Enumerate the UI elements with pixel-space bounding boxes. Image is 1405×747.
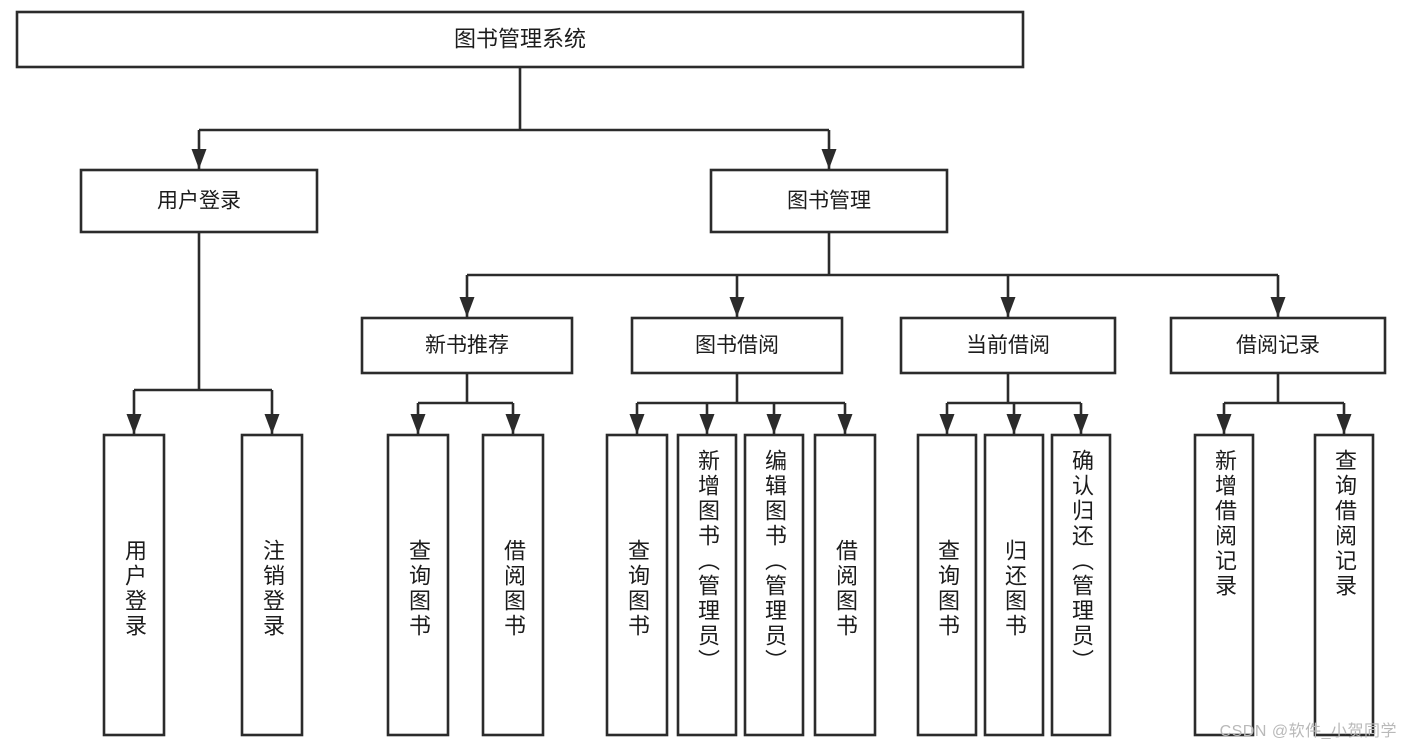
node-label-borrow-record: 借阅记录 bbox=[1236, 334, 1320, 357]
node-box-borrow-record[interactable] bbox=[1169, 316, 1387, 375]
node-label-new-book-rec: 新书推荐 bbox=[425, 334, 509, 357]
node-box-leaf-add-record[interactable] bbox=[1193, 433, 1255, 737]
node-label-current-borrow: 当前借阅 bbox=[966, 334, 1050, 357]
arrow-head-icon bbox=[629, 414, 645, 434]
arrow-head-icon bbox=[939, 414, 955, 434]
arrow-head-icon bbox=[1216, 414, 1232, 434]
edges-layer bbox=[126, 67, 1352, 434]
arrow-head-icon bbox=[191, 149, 207, 169]
arrow-head-icon bbox=[1270, 297, 1286, 317]
node-box-leaf-query-record[interactable] bbox=[1313, 433, 1375, 737]
node-box-new-book-rec[interactable] bbox=[360, 316, 574, 375]
boxes-layer bbox=[15, 10, 1387, 737]
node-box-book-borrow[interactable] bbox=[630, 316, 844, 375]
arrow-head-icon bbox=[1073, 414, 1089, 434]
node-box-leaf-query-book-2[interactable] bbox=[605, 433, 669, 737]
arrow-head-icon bbox=[410, 414, 426, 434]
node-label-book-manage: 图书管理 bbox=[787, 190, 871, 213]
node-label-root: 图书管理系统 bbox=[454, 26, 586, 51]
node-box-leaf-logout[interactable] bbox=[240, 433, 304, 737]
node-box-leaf-borrow-book-2[interactable] bbox=[813, 433, 877, 737]
node-box-leaf-query-book-3[interactable] bbox=[916, 433, 978, 737]
node-box-leaf-add-book[interactable] bbox=[676, 433, 738, 737]
arrow-head-icon bbox=[1000, 297, 1016, 317]
node-label-book-borrow: 图书借阅 bbox=[695, 334, 779, 357]
watermark: CSDN @软件_小贺同学 bbox=[1219, 723, 1397, 740]
arrow-head-icon bbox=[699, 414, 715, 434]
arrow-head-icon bbox=[459, 297, 475, 317]
arrow-head-icon bbox=[837, 414, 853, 434]
arrow-head-icon bbox=[766, 414, 782, 434]
node-box-user-login[interactable] bbox=[79, 168, 319, 234]
arrow-head-icon bbox=[1336, 414, 1352, 434]
arrow-head-icon bbox=[729, 297, 745, 317]
arrow-head-icon bbox=[1006, 414, 1022, 434]
arrow-head-icon bbox=[821, 149, 837, 169]
arrow-head-icon bbox=[264, 414, 280, 434]
node-box-book-manage[interactable] bbox=[709, 168, 949, 234]
node-box-leaf-borrow-book-1[interactable] bbox=[481, 433, 545, 737]
arrow-head-icon bbox=[505, 414, 521, 434]
node-box-root[interactable] bbox=[15, 10, 1025, 69]
node-box-leaf-return-book[interactable] bbox=[983, 433, 1045, 737]
node-box-leaf-user-login[interactable] bbox=[102, 433, 166, 737]
node-box-current-borrow[interactable] bbox=[899, 316, 1117, 375]
node-box-leaf-edit-book[interactable] bbox=[743, 433, 805, 737]
arrow-head-icon bbox=[126, 414, 142, 434]
node-box-leaf-query-book-1[interactable] bbox=[386, 433, 450, 737]
node-box-leaf-confirm-return[interactable] bbox=[1050, 433, 1112, 737]
node-label-user-login: 用户登录 bbox=[157, 190, 241, 213]
